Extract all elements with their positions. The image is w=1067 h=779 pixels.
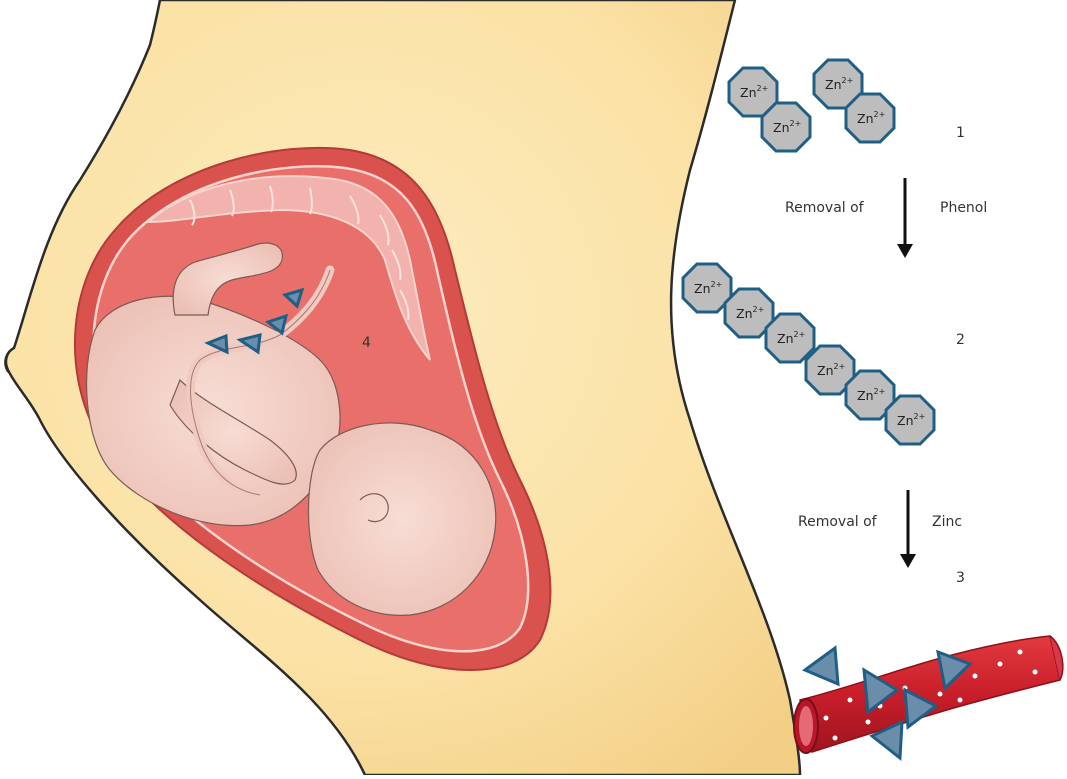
- zinc-group-step-2: Zn2+ Zn2+ Zn2+ Zn2+ Zn2+ Zn2+: [683, 264, 934, 444]
- fetus-head: [308, 423, 495, 615]
- step-4-label: 4: [362, 335, 371, 351]
- step-1-label: 1: [956, 125, 965, 141]
- triangle-marker: [805, 648, 838, 684]
- zinc-ion: Zn2+: [846, 94, 894, 142]
- zinc-ion: Zn2+: [886, 396, 934, 444]
- zinc-ion: Zn2+: [762, 103, 810, 151]
- arrow-1-right-label: Phenol: [940, 200, 987, 216]
- zinc-ion: Zn2+: [766, 314, 814, 362]
- vessel-opening-inner: [799, 706, 813, 746]
- arrow-removal-phenol: [897, 178, 913, 258]
- step-2-label: 2: [956, 332, 965, 348]
- arrow-2-right-label: Zinc: [932, 514, 962, 530]
- step-3-label: 3: [956, 570, 965, 586]
- arrow-1-left-label: Removal of: [785, 200, 865, 216]
- arrow-removal-zinc: [900, 490, 916, 568]
- arrow-2-left-label: Removal of: [798, 514, 878, 530]
- zinc-group-step-1: Zn2+ Zn2+ Zn2+ Zn2+: [729, 60, 894, 151]
